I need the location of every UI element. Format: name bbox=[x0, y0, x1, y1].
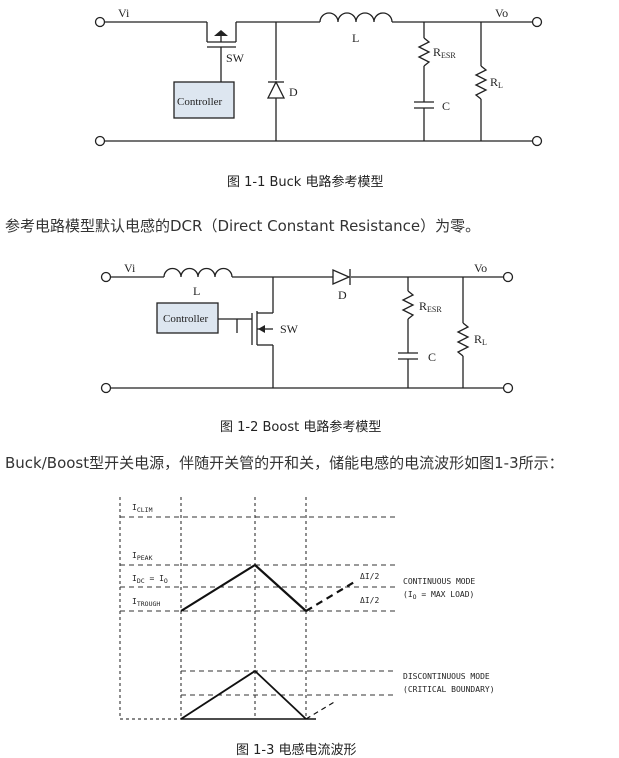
boost-circuit-diagram: Vi Vo L D Controller SW RESR C RL bbox=[100, 261, 514, 394]
figure-1-3-caption: 图 1-3 电感电流波形 bbox=[236, 743, 357, 758]
buck-controller-label: Controller bbox=[177, 96, 223, 108]
boost-vo-label: Vo bbox=[474, 261, 487, 275]
boost-switch-label: SW bbox=[280, 322, 299, 336]
boost-controller-label: Controller bbox=[163, 313, 209, 325]
continuous-mode-note: (IO = MAX LOAD) bbox=[403, 590, 474, 601]
boost-vi-label: Vi bbox=[124, 261, 136, 275]
figure-1-2-caption: 图 1-2 Boost 电路参考模型 bbox=[220, 420, 382, 435]
boost-capacitor-label: C bbox=[428, 350, 436, 364]
buck-circuit-diagram: Vi Vo L SW D Controller RESR C RL bbox=[94, 6, 543, 147]
buck-resr-label: RESR bbox=[433, 45, 456, 60]
paragraph-dcr-note: 参考电路模型默认电感的DCR（Direct Constant Resistanc… bbox=[5, 217, 481, 235]
buck-vo-label: Vo bbox=[495, 6, 508, 20]
buck-vi-label: Vi bbox=[118, 6, 130, 20]
boost-resr-label: RESR bbox=[419, 299, 442, 314]
boost-diode-label: D bbox=[338, 288, 347, 302]
boost-rl-label: RL bbox=[474, 332, 487, 347]
continuous-mode-label: CONTINUOUS MODE bbox=[403, 577, 475, 586]
buck-switch-label: SW bbox=[226, 51, 245, 65]
buck-capacitor-label: C bbox=[442, 99, 450, 113]
iclim-label: ICLIM bbox=[132, 503, 153, 514]
delta-bottom-label: ΔI/2 bbox=[360, 596, 379, 605]
buck-diode-label: D bbox=[289, 85, 298, 99]
itrough-label: ITROUGH bbox=[132, 597, 160, 608]
boost-inductor-label: L bbox=[193, 284, 200, 298]
idc-label: IDC = IO bbox=[132, 574, 168, 585]
paragraph-waveform-intro: Buck/Boost型开关电源，伴随开关管的开和关，储能电感的电流波形如图1-3… bbox=[5, 454, 564, 472]
discontinuous-mode-label: DISCONTINUOUS MODE bbox=[403, 672, 490, 681]
delta-top-label: ΔI/2 bbox=[360, 572, 379, 581]
buck-rl-label: RL bbox=[490, 75, 503, 90]
figure-1-1-caption: 图 1-1 Buck 电路参考模型 bbox=[227, 175, 384, 190]
buck-inductor-label: L bbox=[352, 31, 359, 45]
ipeak-label: IPEAK bbox=[132, 551, 153, 562]
discontinuous-mode-note: (CRITICAL BOUNDARY) bbox=[403, 685, 495, 694]
inductor-current-waveform: ICLIM IPEAK IDC = IO ITROUGH ΔI/2 ΔI/2 C… bbox=[119, 497, 495, 720]
